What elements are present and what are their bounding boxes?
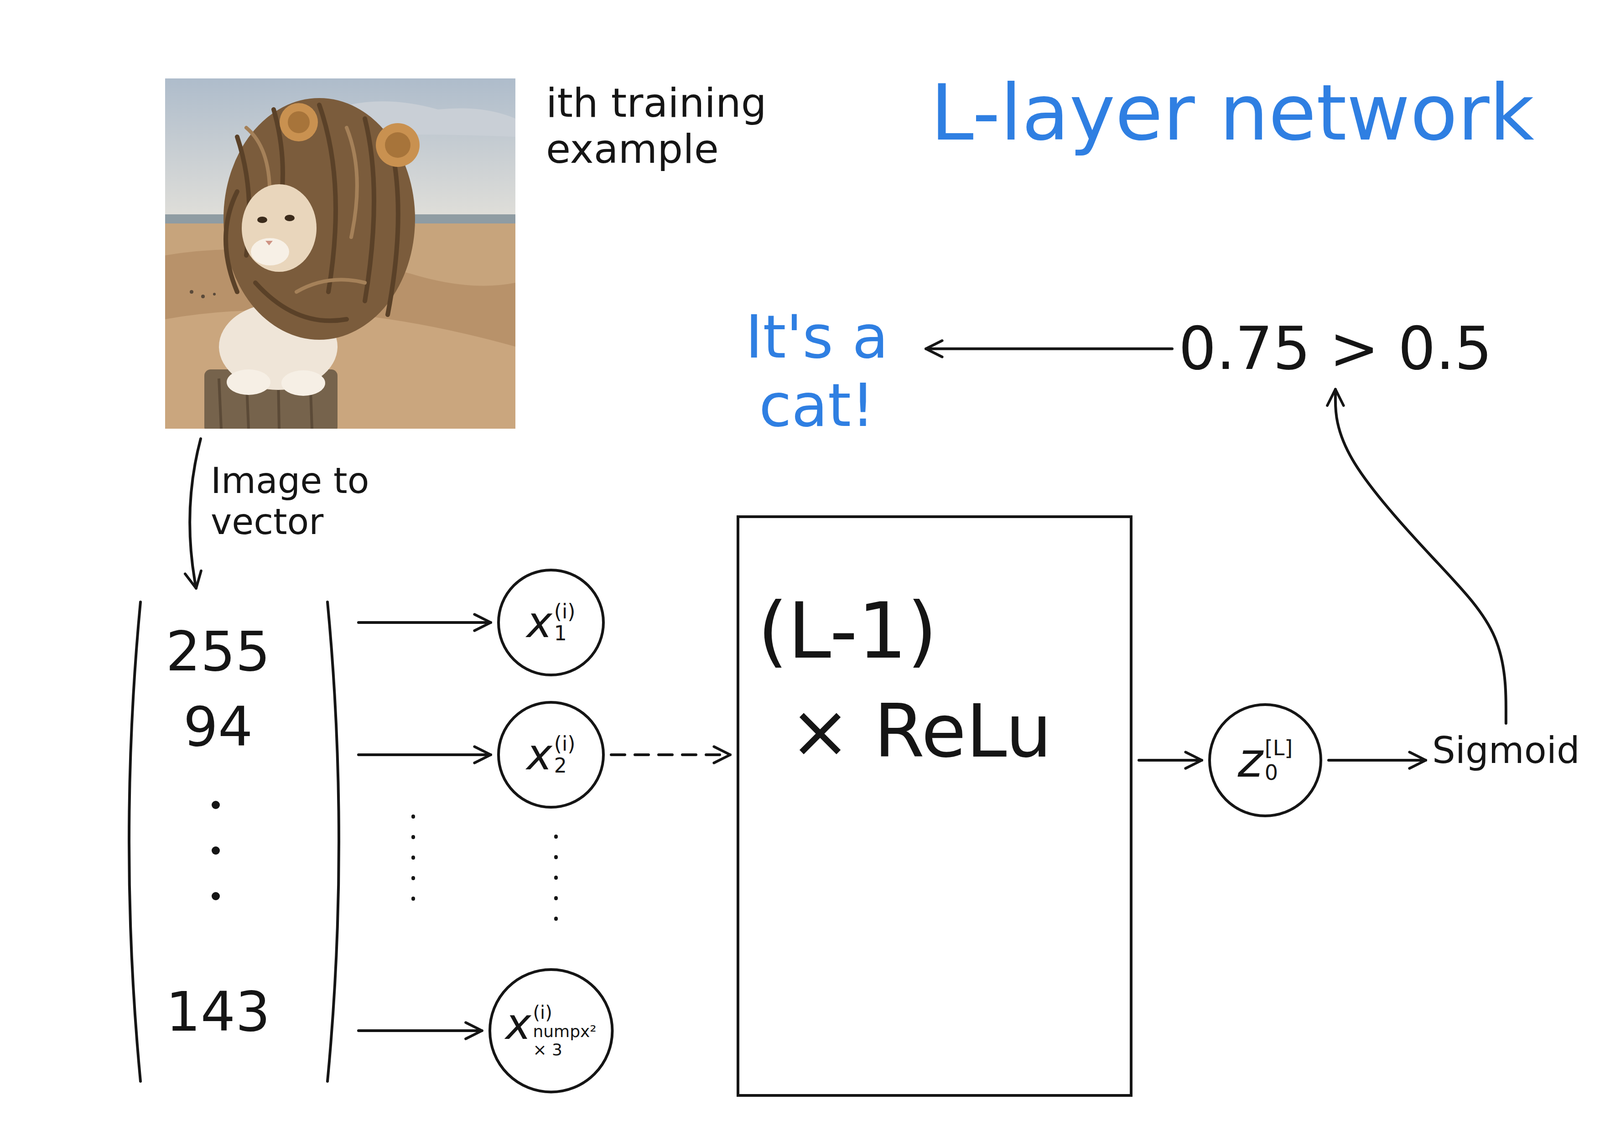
- activation-label-text: Sigmoid: [1432, 729, 1580, 772]
- math-symbol: x(i)1: [526, 600, 576, 645]
- cat-photo: [165, 78, 516, 429]
- pixel-value: 143: [149, 980, 287, 1044]
- distant-person: [201, 294, 205, 299]
- ellipsis-dots: [554, 836, 558, 939]
- neuron-outline: [498, 570, 604, 676]
- math-symbol: x(i)2: [526, 732, 576, 778]
- script-column: [L]0: [1264, 736, 1294, 785]
- activation-label: Sigmoid: [1432, 729, 1580, 772]
- input-neuron: x(i)2: [497, 701, 605, 809]
- costume-ear: [279, 103, 318, 142]
- cat-nose: [265, 240, 273, 246]
- costume-ear-inner: [384, 132, 411, 158]
- cat-muzzle: [250, 238, 290, 266]
- step-note: Image to vector: [210, 460, 385, 543]
- distant-person: [212, 292, 216, 296]
- pixel-value: 255: [149, 620, 287, 684]
- pixel-vector: 255 94 143: [122, 602, 353, 1082]
- symbol: x: [526, 732, 553, 778]
- costume-ear: [375, 123, 420, 167]
- symbol: z: [1237, 736, 1263, 785]
- script-column: (i)1: [554, 600, 576, 645]
- conversion-arrow: [189, 438, 201, 589]
- script-column: (i)2: [554, 732, 576, 778]
- superscript: [L]: [1264, 736, 1294, 760]
- left-bracket: [129, 602, 141, 1082]
- threshold-test-text: 0.75 > 0.5: [1178, 314, 1493, 384]
- threshold-test: 0.75 > 0.5: [1178, 314, 1493, 384]
- pixel-value: 94: [149, 695, 287, 759]
- input-neuron: x(i)1: [497, 568, 605, 677]
- activation-name: × ReLu: [789, 689, 1103, 774]
- layer-count: (L-1): [757, 586, 1103, 676]
- flow-arrow: [358, 753, 491, 757]
- symbol: x: [505, 1002, 531, 1059]
- flow-arrow: [1335, 389, 1507, 724]
- neuron-outline: [489, 969, 613, 1092]
- neuron-outline: [1209, 704, 1321, 816]
- neuron-outline: [498, 702, 604, 808]
- example-note: ith training example: [545, 79, 806, 172]
- superscript: (i): [532, 1002, 597, 1023]
- subscript: 0: [1264, 761, 1294, 785]
- ellipsis-dot: [211, 800, 220, 810]
- flow-arrow: [358, 1029, 483, 1033]
- symbol: x: [526, 600, 553, 645]
- subscript: numpx² × 3: [532, 1022, 597, 1059]
- flow-arrow: [925, 347, 1173, 351]
- output-neuron: z[L]0: [1208, 703, 1323, 818]
- subscript: 2: [554, 754, 576, 777]
- cat-eye: [284, 214, 295, 222]
- cat-paw: [281, 370, 326, 396]
- costume-ear-inner: [287, 111, 310, 134]
- diagram-title: L-layer network: [930, 68, 1535, 158]
- superscript: (i): [554, 732, 576, 755]
- cat-eye: [257, 216, 268, 224]
- flow-arrow: [611, 753, 731, 757]
- prediction-result-text: It's a cat!: [714, 303, 920, 440]
- flow-arrow: [1328, 758, 1426, 762]
- math-symbol: x(i)numpx² × 3: [505, 1002, 597, 1059]
- math-symbol: z[L]0: [1237, 736, 1294, 785]
- mane-fur: [225, 104, 399, 321]
- flow-arrow: [1138, 758, 1202, 762]
- right-bracket: [327, 602, 339, 1082]
- ellipsis-dot: [211, 892, 220, 901]
- ellipsis-dots: [411, 816, 416, 919]
- cat-paw: [226, 369, 271, 395]
- superscript: (i): [554, 600, 576, 623]
- prediction-result: It's a cat!: [714, 303, 920, 440]
- flow-arrow: [358, 621, 491, 624]
- neuron-circle: [1208, 703, 1323, 818]
- ellipsis-dot: [211, 846, 220, 855]
- subscript: 1: [554, 622, 576, 645]
- cat-face: [241, 184, 317, 272]
- script-column: (i)numpx² × 3: [532, 1002, 597, 1059]
- distant-person: [189, 290, 194, 294]
- input-neuron: x(i)numpx² × 3: [488, 968, 614, 1094]
- hidden-layers-box: (L-1) × ReLu: [736, 515, 1133, 1097]
